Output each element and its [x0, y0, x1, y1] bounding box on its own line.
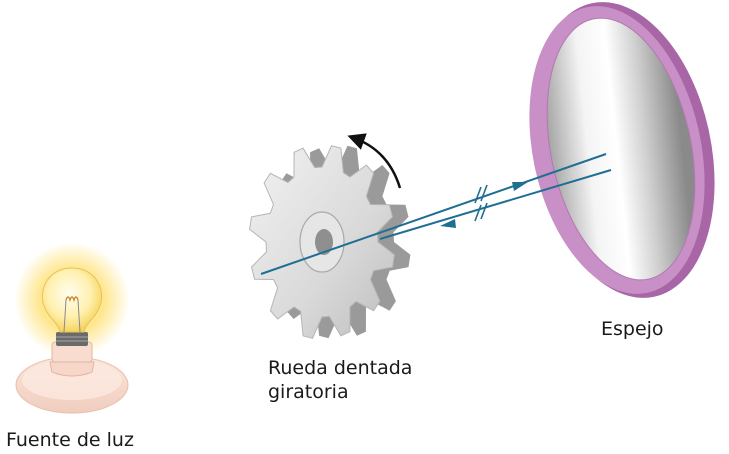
rotation-arrow-icon	[347, 133, 402, 189]
returning-beam	[379, 169, 612, 240]
wheel-axle	[315, 229, 333, 255]
returning-arrow-head	[440, 219, 456, 228]
light-bulb-icon	[14, 242, 130, 414]
beam-break-marks	[474, 184, 488, 222]
light-beams	[260, 153, 612, 275]
wheel-label: Rueda dentada giratoria	[268, 356, 412, 404]
light-source-label: Fuente de luz	[6, 429, 134, 451]
outgoing-beam	[260, 153, 607, 275]
outgoing-arrow-head	[512, 182, 528, 191]
wheel-front-face	[249, 145, 395, 339]
toothed-wheel-icon	[249, 145, 411, 339]
mirror-icon	[529, 2, 715, 298]
wheel-label-line1: Rueda dentada	[268, 357, 413, 379]
wheel-label-line2: giratoria	[268, 381, 349, 403]
mirror-label: Espejo	[601, 318, 664, 340]
